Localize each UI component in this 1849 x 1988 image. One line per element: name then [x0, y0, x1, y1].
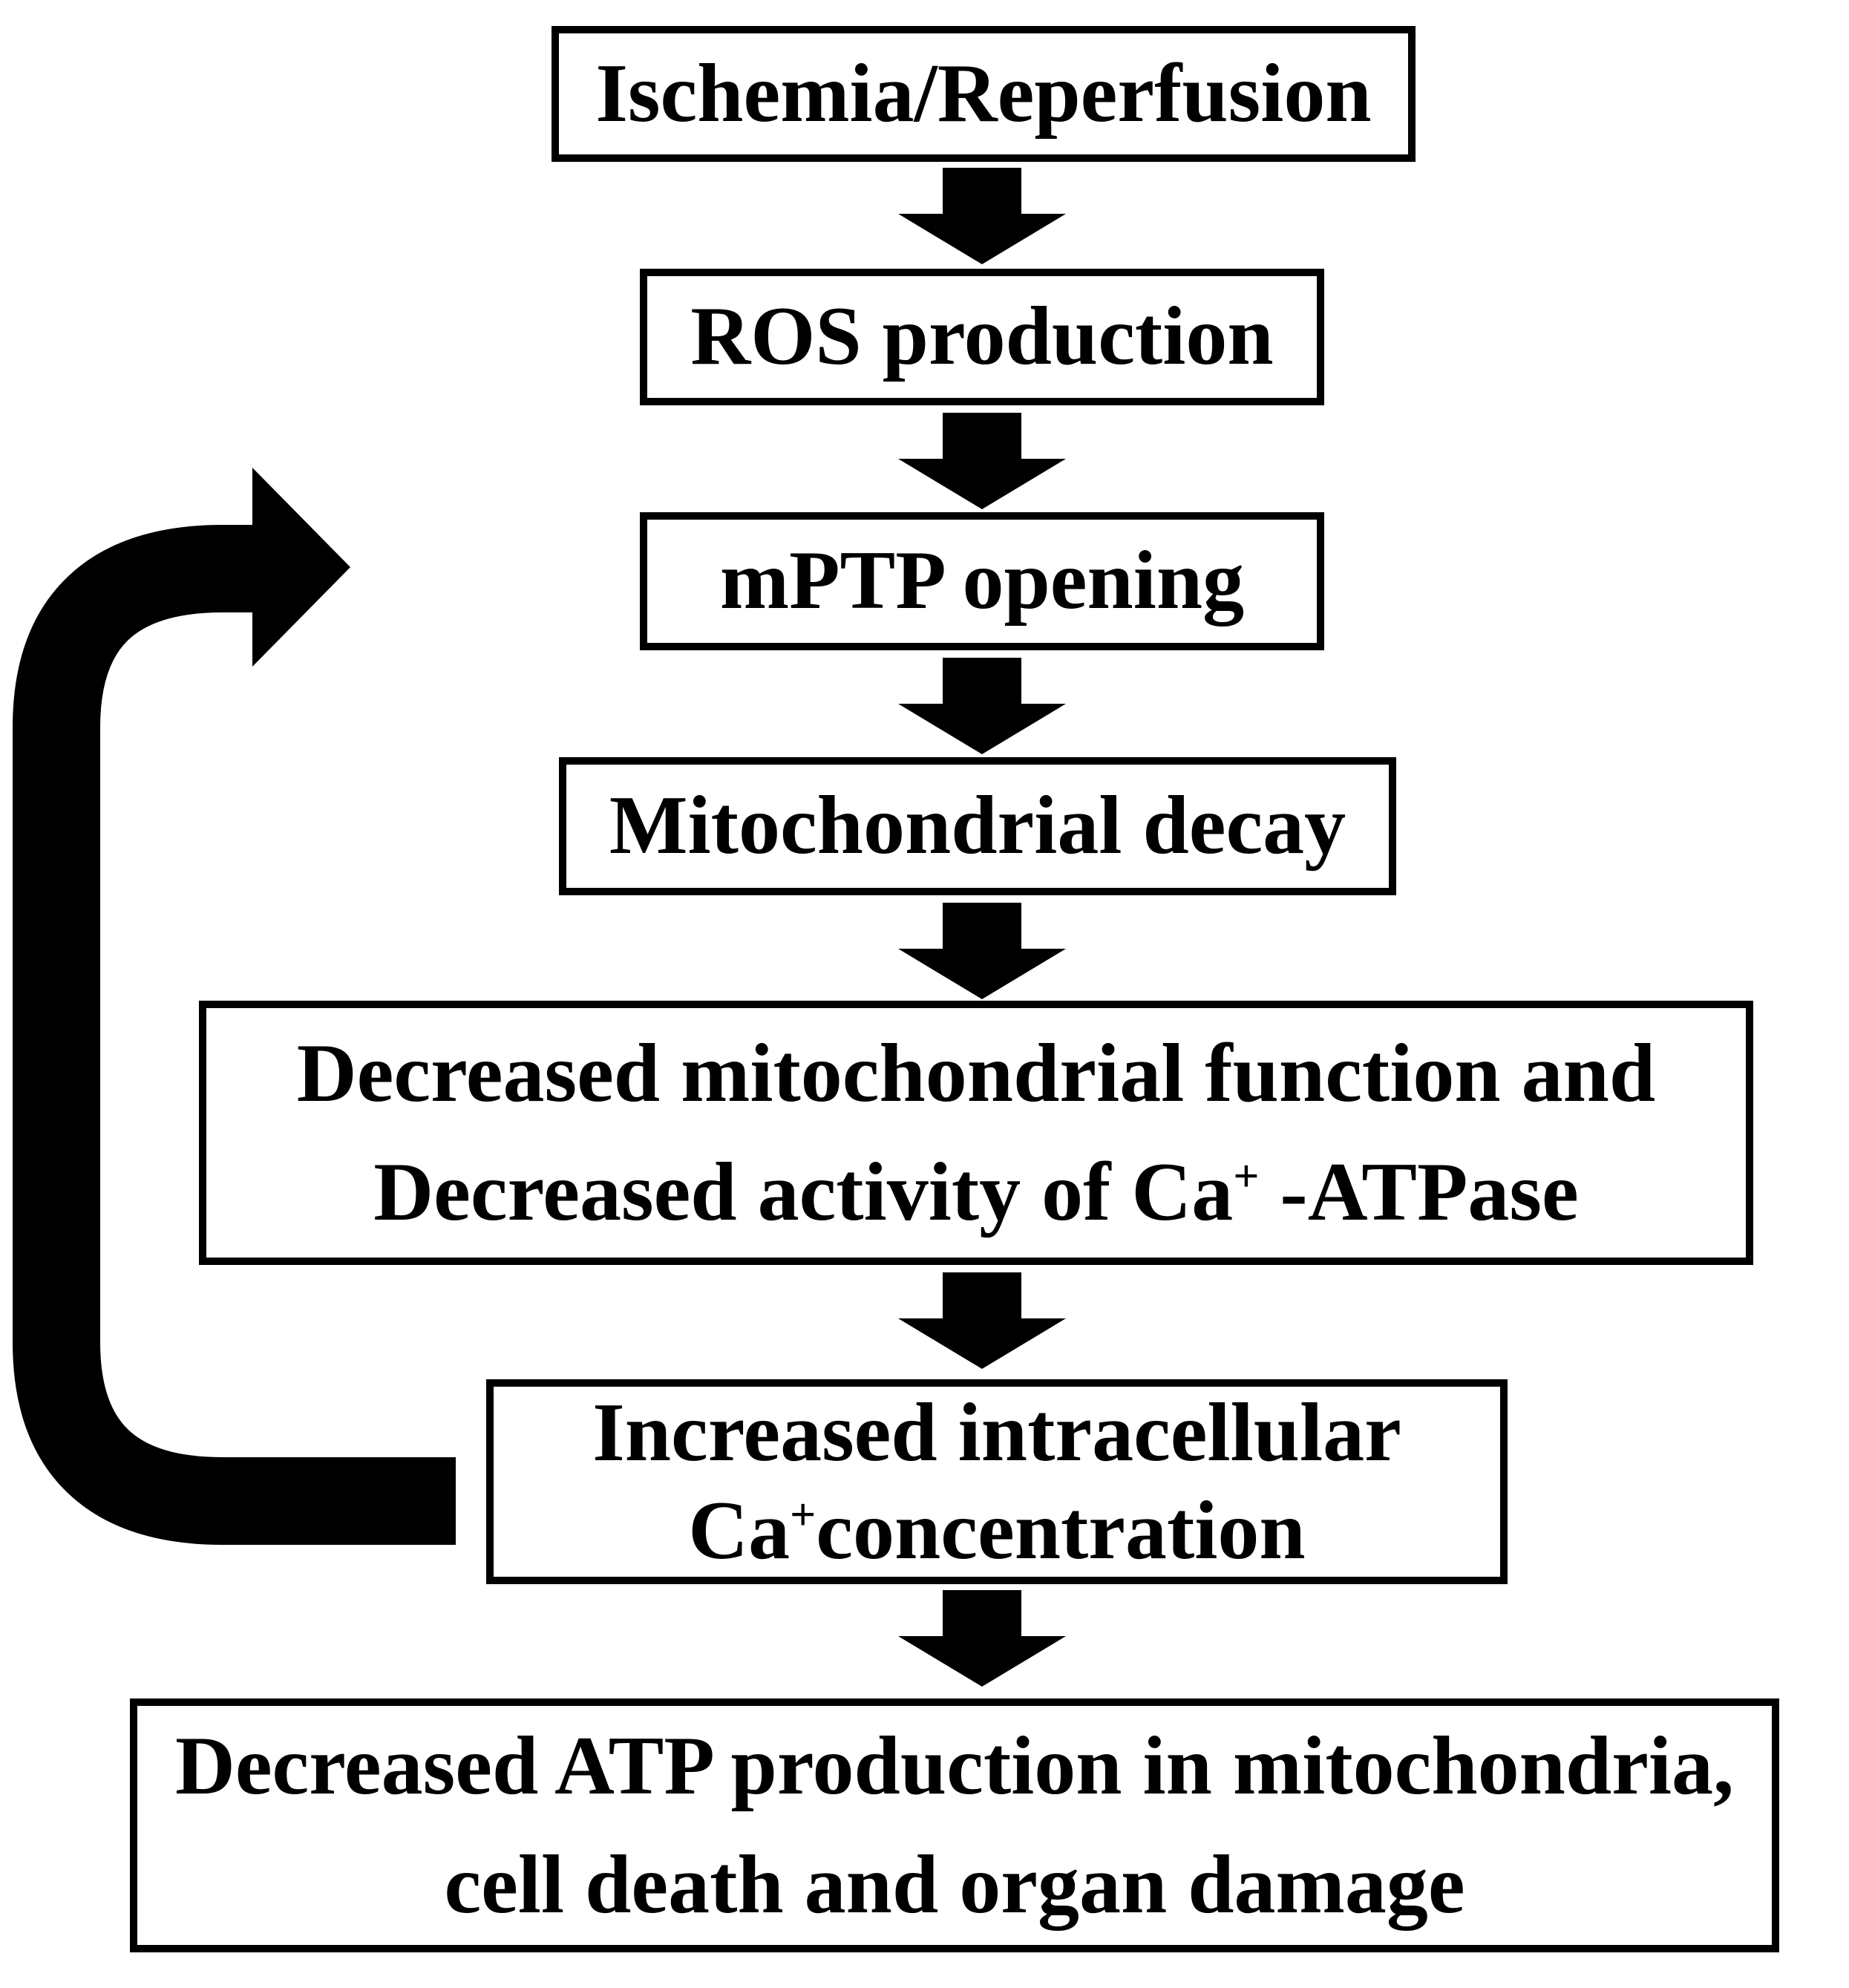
box-mptp-opening-label: mPTP opening — [719, 534, 1245, 627]
feedback-arrowhead-right-icon — [252, 468, 350, 667]
box-increased-calcium-line2-pre: Ca — [688, 1485, 791, 1577]
down-arrow-6-icon — [898, 1590, 1066, 1687]
box-ischemia-reperfusion: Ischemia/Reperfusion — [552, 26, 1416, 162]
feedback-arrow-stem — [12, 525, 456, 1545]
box-increased-calcium-line1: Increased intracellular — [592, 1386, 1401, 1479]
box-ros-production: ROS production — [640, 269, 1324, 405]
box-ischemia-reperfusion-label: Ischemia/Reperfusion — [595, 47, 1372, 140]
down-arrow-1-icon — [898, 168, 1066, 264]
down-arrow-2-icon — [898, 413, 1066, 509]
down-arrow-5-icon — [898, 1272, 1066, 1369]
down-arrow-3-icon — [898, 658, 1066, 754]
box-decreased-function-line2-post: -ATPase — [1259, 1146, 1579, 1238]
box-decreased-function-line2: Decreased activity of Ca+ -ATPase — [206, 1133, 1746, 1252]
box-increased-calcium-line2: Ca+concentration — [494, 1482, 1500, 1580]
box-decreased-function-line2-pre: Decreased activity of Ca — [373, 1146, 1234, 1238]
box-decreased-atp-line2: cell death and organ damage — [444, 1839, 1465, 1931]
box-decreased-mitochondrial-function: Decreased mitochondrial function and Dec… — [199, 1001, 1753, 1265]
box-increased-intracellular-calcium: Increased intracellular Ca+concentration — [486, 1379, 1508, 1584]
box-mptp-opening: mPTP opening — [640, 512, 1324, 650]
feedback-loop-arrow — [12, 468, 456, 1545]
down-arrow-4-icon — [898, 903, 1066, 999]
calcium-superscript-plus: + — [790, 1489, 816, 1540]
box-mitochondrial-decay: Mitochondrial decay — [559, 757, 1396, 895]
box-decreased-atp-line1: Decreased ATP production in mitochondria… — [174, 1719, 1735, 1812]
box-decreased-function-line1: Decreased mitochondrial function and — [296, 1027, 1656, 1119]
box-mitochondrial-decay-label: Mitochondrial decay — [609, 779, 1346, 872]
calcium-superscript-plus: + — [1233, 1151, 1260, 1202]
box-decreased-atp-production: Decreased ATP production in mitochondria… — [130, 1698, 1779, 1952]
box-ros-production-label: ROS production — [690, 290, 1274, 383]
box-increased-calcium-line2-post: concentration — [816, 1485, 1306, 1577]
